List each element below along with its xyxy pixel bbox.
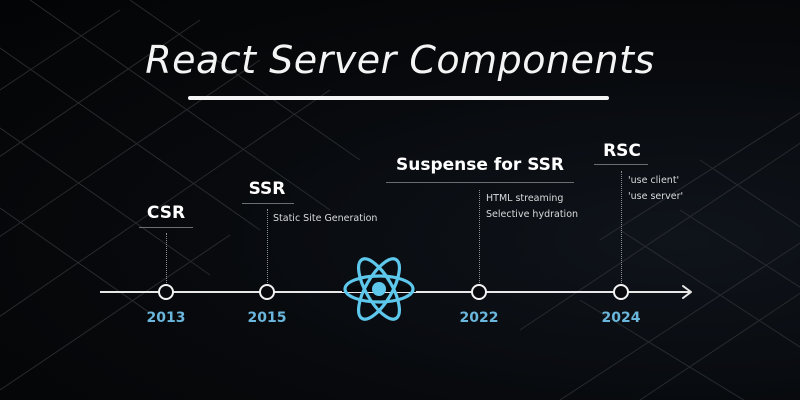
year-label-2015: 2015 bbox=[247, 310, 287, 326]
arrow-right-icon bbox=[682, 285, 692, 299]
connector-rsc bbox=[621, 171, 622, 285]
milestone-label-ssr: SSR bbox=[248, 179, 286, 199]
milestone-label-rsc: RSC bbox=[603, 141, 641, 161]
label-underline-csr bbox=[139, 227, 193, 228]
note-rsc-0: 'use client' bbox=[628, 175, 680, 186]
timeline-marker-2013 bbox=[158, 284, 174, 300]
connector-ssr bbox=[267, 209, 268, 285]
milestone-label-csr: CSR bbox=[146, 203, 186, 223]
timeline-marker-2015 bbox=[259, 284, 275, 300]
note-ssr-0: Static Site Generation bbox=[273, 213, 378, 224]
title-underline bbox=[188, 96, 609, 100]
year-label-2013: 2013 bbox=[146, 310, 186, 326]
timeline-marker-2022 bbox=[471, 284, 487, 300]
year-label-2024: 2024 bbox=[601, 310, 641, 326]
label-underline-ssr bbox=[242, 203, 294, 204]
connector-csr bbox=[166, 233, 167, 285]
react-logo-icon bbox=[342, 257, 416, 321]
year-label-2022: 2022 bbox=[459, 310, 499, 326]
note-suspense-0: HTML streaming bbox=[486, 193, 564, 204]
note-suspense-1: Selective hydration bbox=[486, 209, 579, 220]
page-title: React Server Components bbox=[145, 38, 655, 82]
timeline-marker-2024 bbox=[613, 284, 629, 300]
label-underline-rsc bbox=[594, 164, 648, 165]
label-underline-suspense bbox=[386, 182, 574, 183]
note-rsc-1: 'use server' bbox=[628, 191, 684, 202]
milestone-label-suspense: Suspense for SSR bbox=[395, 155, 565, 175]
connector-suspense bbox=[479, 190, 480, 285]
